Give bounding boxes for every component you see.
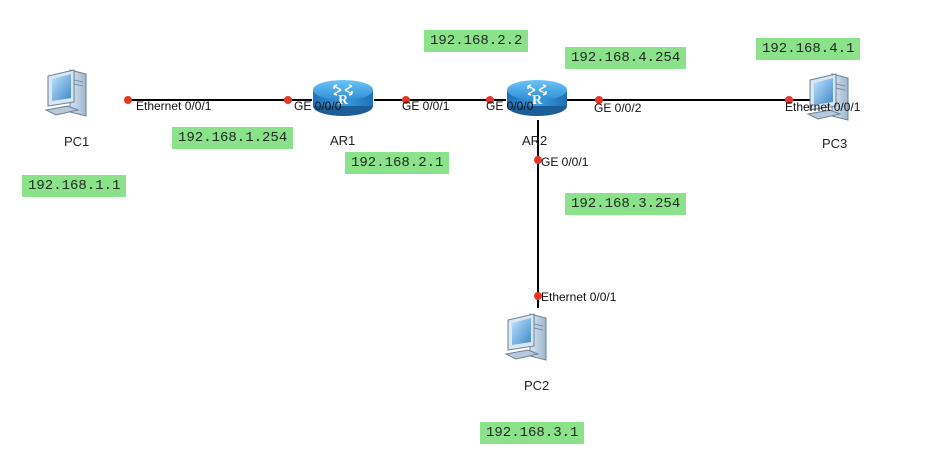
port-label-ar2-ge000: GE 0/0/0	[486, 99, 534, 113]
port-dot-ar2-ge002	[595, 96, 603, 104]
ip-label-pc3: 192.168.4.1	[756, 38, 861, 60]
port-dot-pc1-eth	[124, 96, 132, 104]
port-label-pc3-eth: Ethernet 0/0/1	[785, 100, 861, 114]
port-dot-pc3-eth	[785, 96, 793, 104]
ip-label-pc2: 192.168.3.1	[480, 422, 585, 444]
ip-label-pc1: 192.168.1.1	[22, 175, 127, 197]
ip-label-ar2-pc3: 192.168.4.254	[565, 47, 687, 69]
port-label-ar2-ge002: GE 0/0/2	[594, 101, 642, 115]
ip-label-ar2-pc2: 192.168.3.254	[565, 193, 687, 215]
port-dot-ar2-ge000	[486, 96, 494, 104]
port-label-pc1-eth: Ethernet 0/0/1	[136, 99, 212, 113]
port-label-pc2-eth: Ethernet 0/0/1	[541, 290, 617, 304]
port-dot-ar1-ge000	[284, 96, 292, 104]
port-label-ar2-ge001: GE 0/0/1	[541, 155, 589, 169]
pc1-name: PC1	[64, 134, 90, 149]
ip-label-ar1-wan: 192.168.2.1	[345, 152, 450, 174]
pc2-name: PC2	[524, 378, 550, 393]
port-dot-pc2-eth	[534, 292, 542, 300]
port-dot-ar2-ge001	[534, 156, 542, 164]
ip-label-ar2-wan: 192.168.2.2	[424, 30, 529, 52]
pc3-name: PC3	[822, 136, 848, 151]
pc2-icon[interactable]	[505, 313, 547, 361]
port-label-ar1-ge001: GE 0/0/1	[402, 99, 450, 113]
ar1-name: AR1	[330, 133, 356, 148]
ar2-name: AR2	[522, 133, 548, 148]
port-label-ar1-ge000: GE 0/0/0	[294, 99, 342, 113]
ip-label-ar1-lan: 192.168.1.254	[172, 127, 294, 149]
pc1-icon[interactable]	[45, 69, 87, 117]
port-dot-ar1-ge001	[402, 96, 410, 104]
